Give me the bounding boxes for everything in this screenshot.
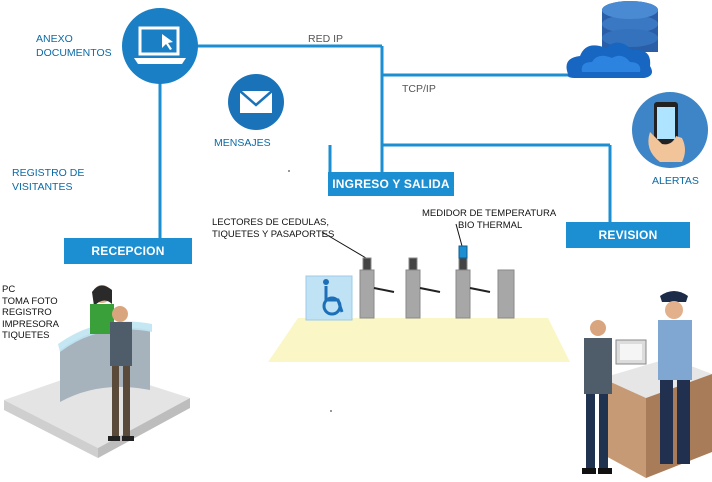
alertas-label: ALERTAS xyxy=(652,175,699,187)
medidor-label: MEDIDOR DE TEMPERATURA BIO THERMAL xyxy=(422,208,556,231)
recepcion-item: TOMA FOTO xyxy=(2,295,58,307)
anexo-line-2: DOCUMENTOS xyxy=(36,47,112,59)
turnstile-1 xyxy=(359,257,375,319)
decor-dot xyxy=(330,410,332,412)
revision-box: REVISION xyxy=(566,222,690,248)
lectores-line-2: TIQUETES Y PASAPORTES xyxy=(212,228,335,240)
ingreso-salida-box: INGRESO Y SALIDA xyxy=(328,172,454,196)
lectores-label: LECTORES DE CEDULAS, TIQUETES Y PASAPORT… xyxy=(212,217,334,240)
floor-zone xyxy=(268,318,570,362)
laptop-node xyxy=(122,8,198,84)
registro-visitantes-label: REGISTRO DE VISITANTES xyxy=(12,166,84,194)
recepcion-box: RECEPCION xyxy=(64,238,192,264)
medidor-line-1: MEDIDOR DE TEMPERATURA xyxy=(422,208,557,219)
cloud-database-icon xyxy=(566,1,658,78)
turnstile-4 xyxy=(497,269,515,319)
lectores-line-1: LECTORES DE CEDULAS, xyxy=(212,217,330,228)
decor-dot xyxy=(288,170,290,172)
turnstile-2 xyxy=(405,257,421,319)
reception-illustration xyxy=(4,285,190,458)
recepcion-item: TIQUETES xyxy=(2,330,50,341)
tcp-ip-label: TCP/IP xyxy=(402,83,436,95)
smartphone-icon xyxy=(648,102,685,162)
revision-illustration xyxy=(582,291,712,478)
mail-node xyxy=(228,74,284,130)
laptop-icon xyxy=(134,26,186,64)
red-ip-label: RED IP xyxy=(308,33,344,45)
registro-line-1: REGISTRO DE xyxy=(12,167,85,179)
wheelchair-icon xyxy=(322,286,344,316)
recepcion-items: PC TOMA FOTO REGISTRO IMPRESORA TIQUETES xyxy=(2,284,59,342)
recepcion-item: PC xyxy=(2,284,16,295)
turnstile-3 xyxy=(455,245,471,319)
recepcion-item: IMPRESORA xyxy=(2,318,60,330)
envelope-icon xyxy=(239,90,273,113)
medidor-line-2: BIO THERMAL xyxy=(458,219,523,231)
anexo-line-1: ANEXO xyxy=(36,33,73,45)
anexo-documentos-label: ANEXO DOCUMENTOS xyxy=(36,32,112,60)
registro-line-2: VISITANTES xyxy=(12,181,73,193)
recepcion-item: REGISTRO xyxy=(2,307,52,318)
mensajes-label: MENSAJES xyxy=(214,137,271,149)
alert-node xyxy=(632,92,708,168)
